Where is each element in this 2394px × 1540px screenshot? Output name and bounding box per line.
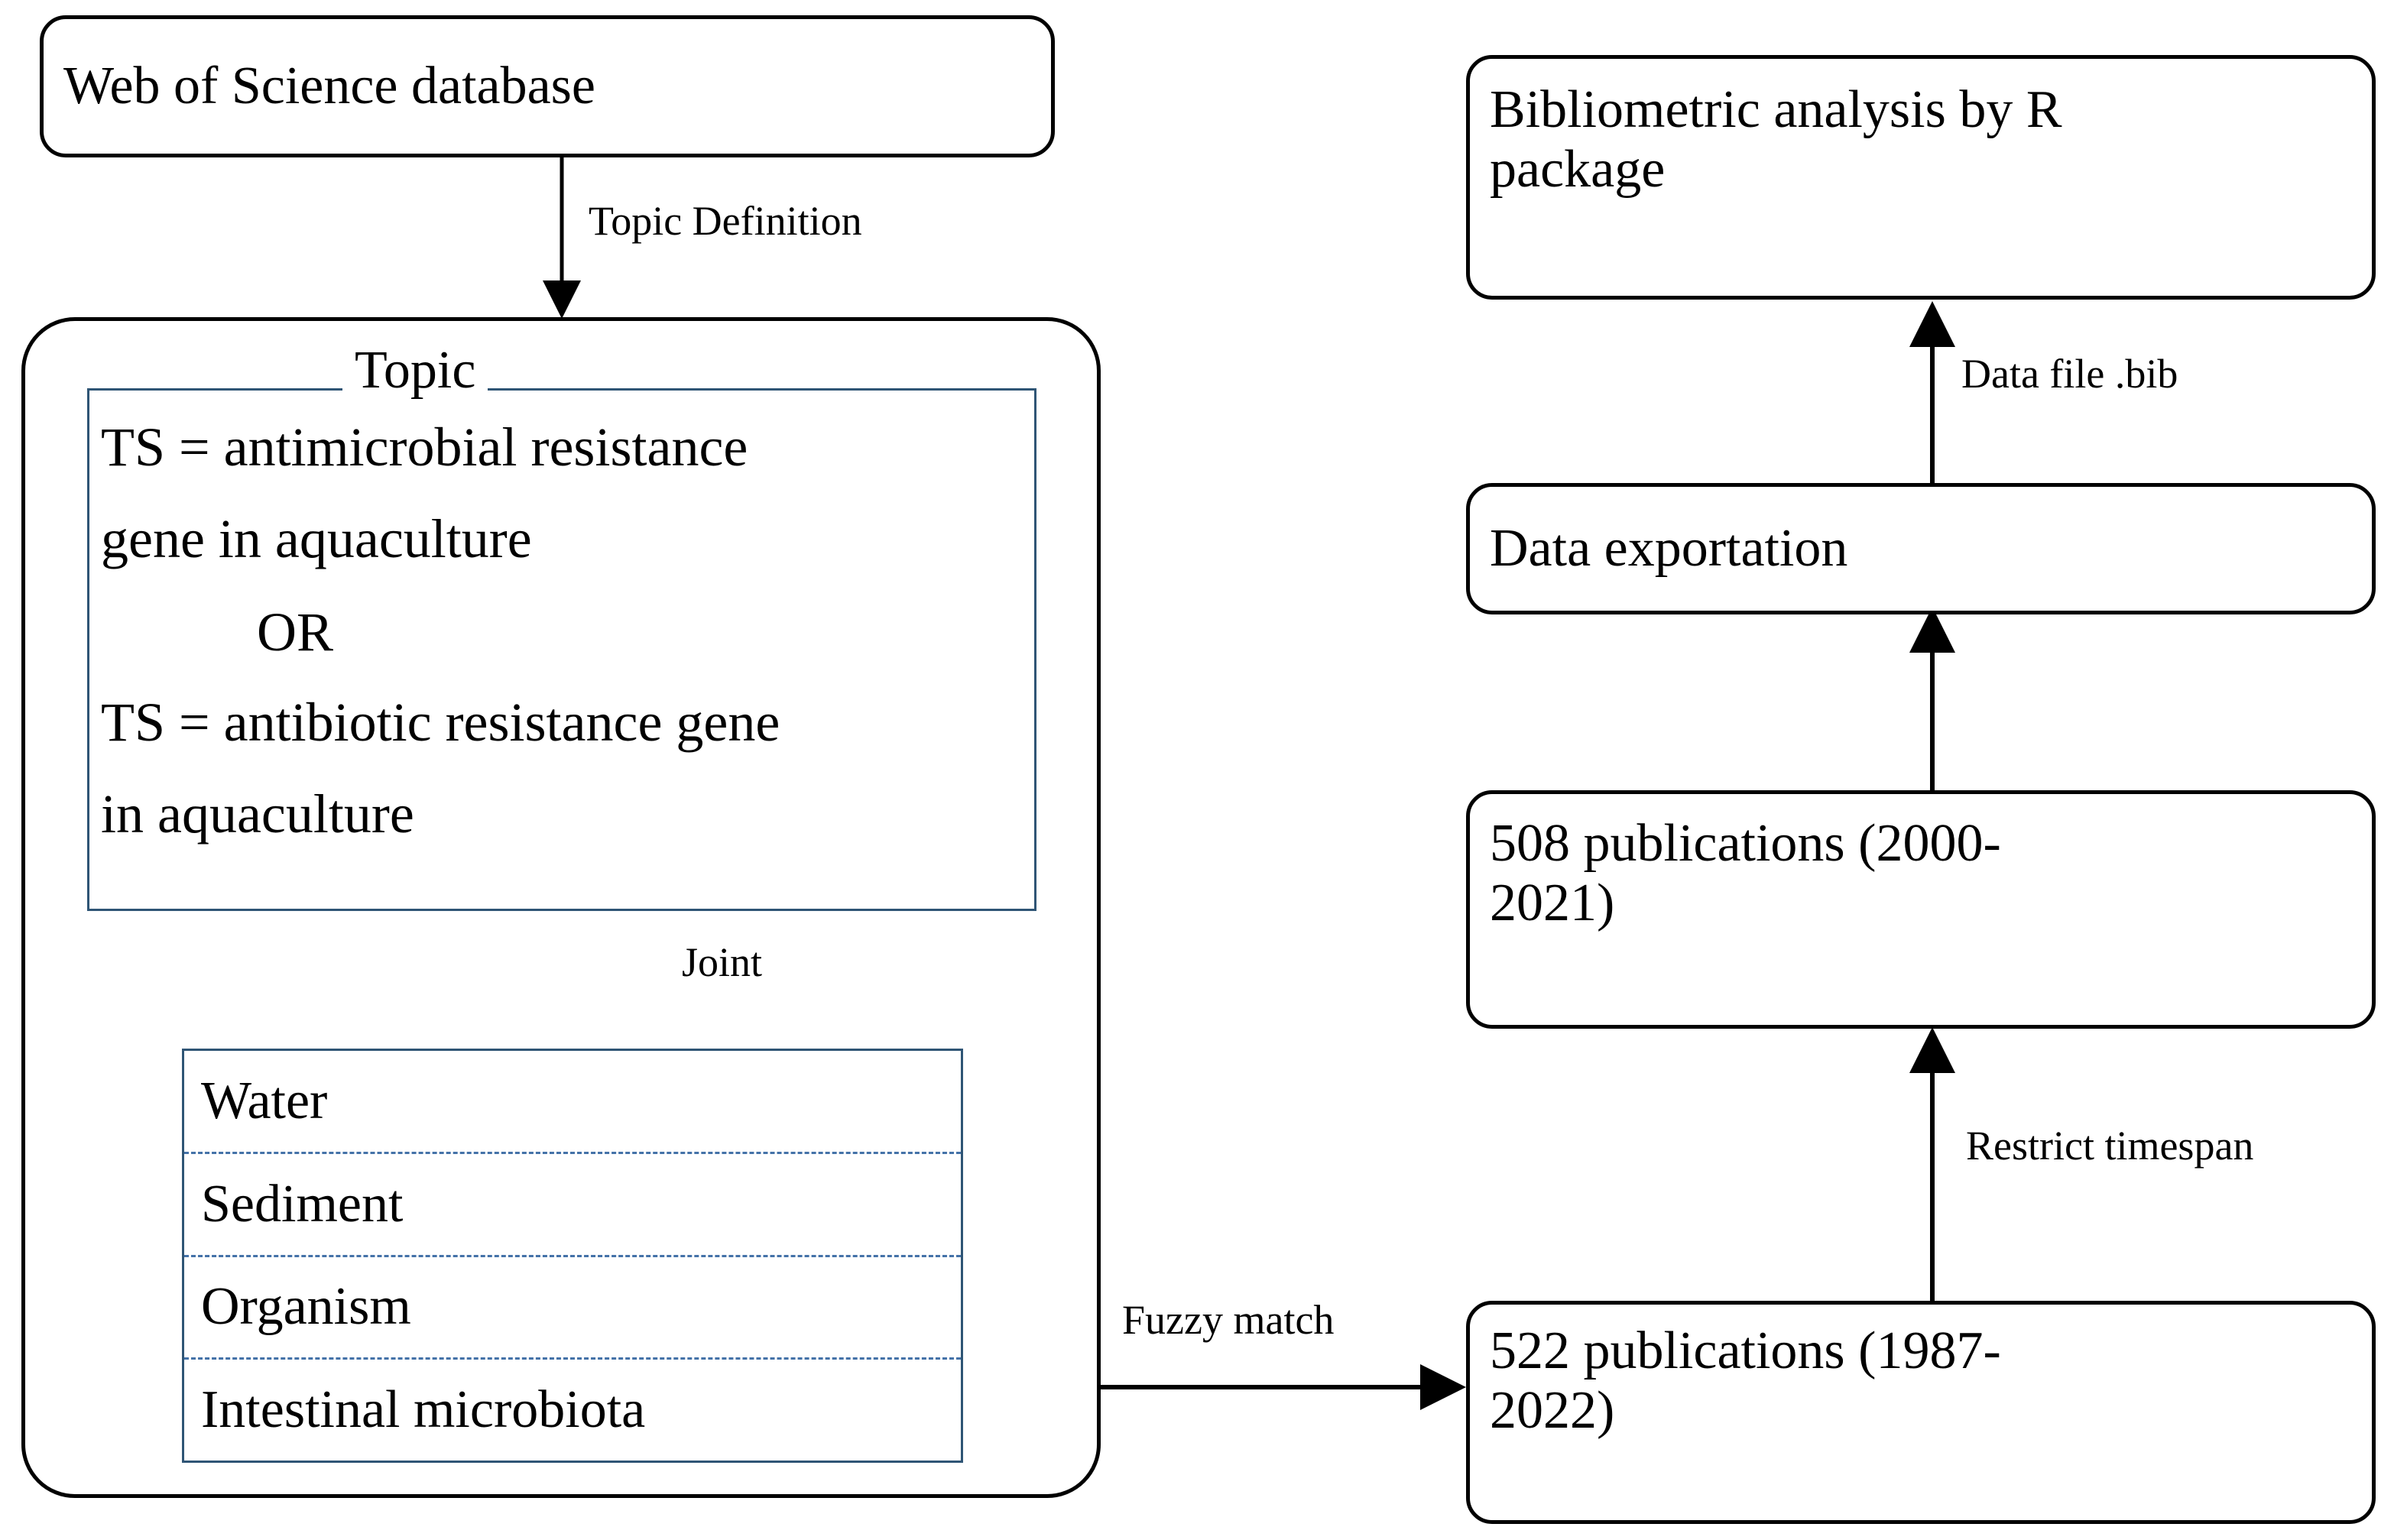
node-label-line-2: 2022) xyxy=(1490,1381,1615,1441)
node-label-line-2: 2021) xyxy=(1490,874,1615,933)
sample-compartments-box: Water Sediment Organism Intestinal micro… xyxy=(182,1049,963,1463)
query-line-5: in aquaculture xyxy=(101,783,414,845)
query-line-4: TS = antibiotic resistance gene xyxy=(101,692,780,753)
sample-label: Intestinal microbiota xyxy=(201,1380,646,1440)
edge-label-joint: Joint xyxy=(682,939,763,985)
sample-row-organism[interactable]: Organism xyxy=(184,1254,961,1358)
node-label: Web of Science database xyxy=(63,56,595,115)
sample-row-intestinal-microbiota[interactable]: Intestinal microbiota xyxy=(184,1357,961,1461)
node-label-line-1: 508 publications (2000- xyxy=(1490,814,2001,873)
node-data-exportation[interactable]: Data exportation xyxy=(1466,483,2376,614)
node-label-line-1: 522 publications (1987- xyxy=(1490,1321,2001,1380)
sample-label: Water xyxy=(201,1071,328,1130)
node-label-line-2: package xyxy=(1490,140,1666,199)
node-label-line-1: Bibliometric analysis by R xyxy=(1490,80,2062,139)
topic-fieldset-legend: Topic xyxy=(342,344,488,397)
edge-label-data-file-bib: Data file .bib xyxy=(1961,351,2178,397)
query-line-2: gene in aquaculture xyxy=(101,508,532,569)
query-line-3-or: OR xyxy=(257,601,334,663)
node-522-publications[interactable]: 522 publications (1987- 2022) xyxy=(1466,1301,2376,1524)
edge-label-topic-definition: Topic Definition xyxy=(589,198,862,244)
edge-label-fuzzy-match: Fuzzy match xyxy=(1122,1297,1335,1343)
topic-query-fieldset xyxy=(87,388,1036,911)
sample-row-water[interactable]: Water xyxy=(184,1051,961,1152)
node-bibliometric-analysis[interactable]: Bibliometric analysis by R package xyxy=(1466,55,2376,300)
query-line-1: TS = antimicrobial resistance xyxy=(101,417,748,478)
node-label: Data exportation xyxy=(1490,518,1848,578)
node-508-publications[interactable]: 508 publications (2000- 2021) xyxy=(1466,790,2376,1029)
sample-row-sediment[interactable]: Sediment xyxy=(184,1151,961,1255)
node-web-of-science-database[interactable]: Web of Science database xyxy=(40,15,1055,157)
edge-label-restrict-timespan: Restrict timespan xyxy=(1966,1123,2254,1169)
sample-label: Sediment xyxy=(201,1174,404,1234)
sample-label: Organism xyxy=(201,1277,411,1337)
